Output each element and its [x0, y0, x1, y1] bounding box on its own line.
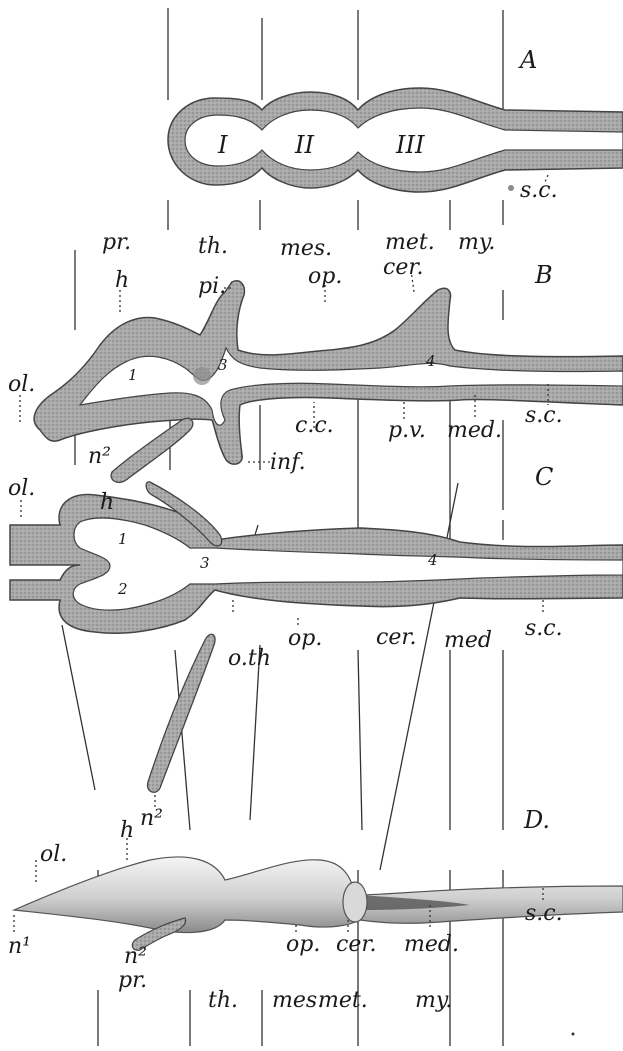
label-ol-c: ol.	[8, 478, 35, 500]
label-n2-c: n²	[140, 808, 163, 830]
vesicle-label-3: III	[396, 133, 424, 157]
label-ol-b: ol.	[8, 374, 35, 396]
cavity-number-1-c: 1	[118, 532, 128, 547]
label-cer-c: cer.	[376, 627, 416, 649]
label-op-b: op.	[308, 266, 342, 288]
label-pi-b: pi.	[198, 276, 226, 298]
label-inf-b: inf.	[270, 452, 306, 474]
panel-b-brain-wall	[34, 281, 623, 483]
label-h-b: h	[115, 270, 129, 292]
label-pv-b: p.v.	[388, 420, 426, 442]
label-med-b: med.	[447, 420, 502, 442]
cavity-number-3-b: 3	[218, 358, 228, 373]
label-op-c: op.	[288, 628, 322, 650]
label-op-d: op.	[286, 934, 320, 956]
spinal-cord-label-d: s.c.	[525, 903, 563, 925]
region-label-met-bottom: met.	[318, 990, 368, 1012]
region-label-mes-bottom: mes.	[272, 990, 324, 1012]
label-n2-d: n²	[124, 946, 147, 968]
region-label-mes-top: mes.	[280, 238, 332, 260]
region-label-my-bottom: my.	[415, 990, 452, 1012]
label-n2-b: n²	[88, 446, 111, 468]
region-label-pr-top: pr.	[102, 232, 131, 254]
vesicle-label-2: II	[295, 133, 314, 157]
cavity-number-3-c: 3	[200, 556, 210, 571]
cavity-number-4-c: 4	[428, 553, 438, 568]
spinal-cord-label-c: s.c.	[525, 618, 563, 640]
spinal-cord-label-a: s.c.	[520, 180, 558, 202]
label-h-c: h	[100, 492, 114, 514]
label-cer-b: cer.	[383, 257, 423, 279]
panel-label-b: B	[535, 263, 553, 287]
region-label-pr-bottom: pr.	[118, 970, 147, 992]
label-med-d: med.	[404, 934, 459, 956]
panel-label-c: C	[535, 465, 553, 489]
label-cc-b: c.c.	[295, 415, 334, 437]
spinal-cord-label-b: s.c.	[525, 405, 563, 427]
cavity-number-4-b: 4	[426, 354, 436, 369]
label-med-c: med	[444, 630, 492, 652]
label-oth-c: o.th	[228, 648, 271, 670]
label-h-d: h	[120, 820, 134, 842]
label-cer-d: cer.	[336, 934, 376, 956]
label-n1-d: n¹	[8, 936, 31, 958]
cavity-number-2-c: 2	[118, 582, 128, 597]
panel-label-a: A	[520, 48, 537, 72]
vesicle-label-1: I	[218, 133, 227, 157]
region-label-my-top: my.	[458, 232, 495, 254]
region-label-th-bottom: th.	[208, 990, 238, 1012]
cavity-number-1-b: 1	[128, 368, 138, 383]
region-label-met-top: met.	[385, 232, 435, 254]
region-label-th-top: th.	[198, 236, 228, 258]
panel-label-d: D.	[524, 808, 550, 832]
label-ol-d: ol.	[40, 844, 67, 866]
